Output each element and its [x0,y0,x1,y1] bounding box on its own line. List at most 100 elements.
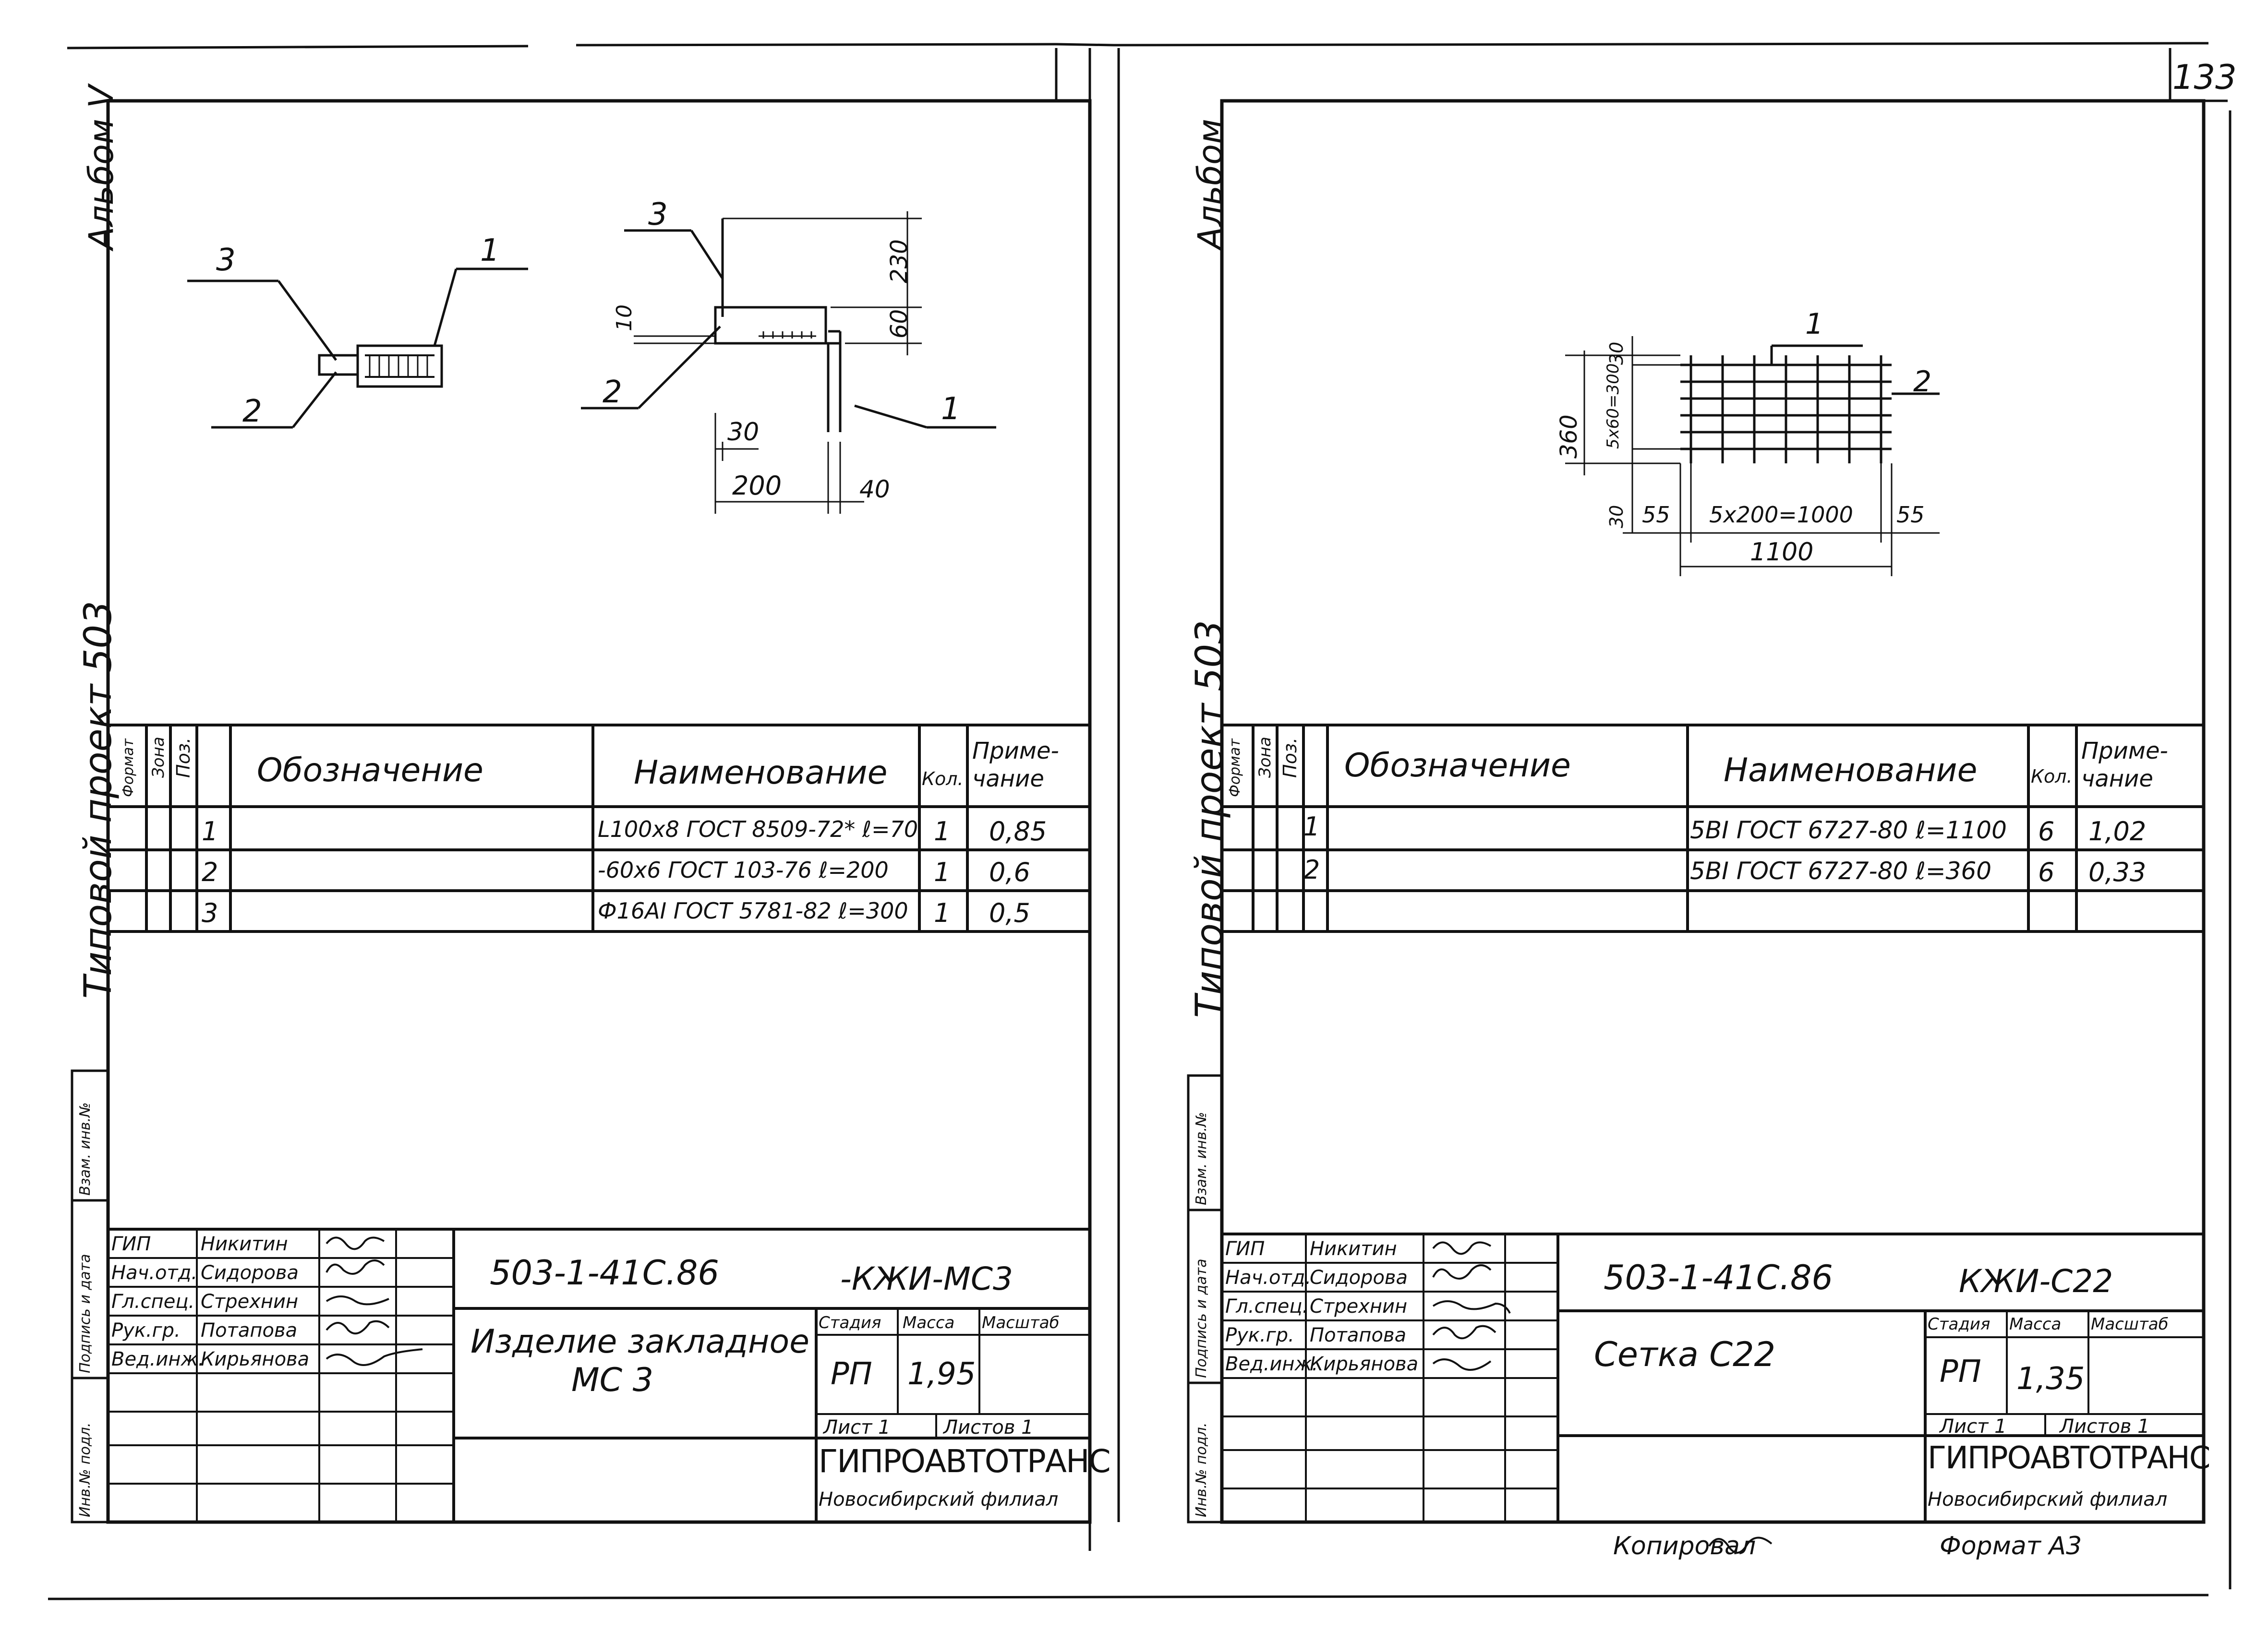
left-role-glspec: Гл.спец. [111,1291,195,1313]
right-col-designation: Обозначение [1344,747,1571,785]
left-name-1: Никитин [201,1233,288,1255]
mesh-callout-1: 1 [1805,307,1824,341]
right-row2-qty: 6 [2038,857,2055,887]
plan-callout-2: 2 [242,394,262,429]
left-col-designation: Обозначение [257,751,483,789]
left-signatures [326,1236,423,1366]
right-sheet: Лист 1 [1940,1415,2007,1438]
right-row1-name: 5ВI ГОСТ 6727-80 ℓ=1100 [1690,816,2007,844]
embedded-part-plan-view [187,267,528,429]
mesh-dim-360: 360 [1556,414,1582,459]
right-branch: Новосибирский филиал [1928,1488,2168,1511]
right-name-4: Потапова [1310,1324,1407,1346]
page-number: 133 [2172,58,2237,97]
left-col-zone: Зона [149,737,168,778]
left-row2-qty: 1 [934,857,951,887]
right-name-3: Стрехнин [1310,1295,1408,1318]
left-col-format: Формат [120,738,137,797]
left-sheets: Листов 1 [943,1416,1034,1439]
left-name-4: Потапова [201,1319,298,1342]
right-stamp-replace: Взам. инв.№ [1193,1112,1210,1205]
right-col-note: Приме-чание [2081,738,2168,792]
left-row3-qty: 1 [934,898,951,928]
right-row1-pos: 1 [1303,811,1320,842]
left-row1-name: L100x8 ГОСТ 8509-72* ℓ=70 [598,816,918,842]
right-role-rukgr: Рук.гр. [1225,1324,1294,1346]
section-callout-1: 1 [941,391,961,427]
left-col-pos: Поз. [173,737,194,778]
left-name-5: Кирьянова [201,1348,310,1370]
left-col-name: Наименование [634,754,888,792]
left-stage-header: Стадия [819,1313,881,1332]
plan-callout-1: 1 [480,233,500,268]
mesh-drawing [1565,336,1940,576]
left-doc-code: 503-1-41С.86 [490,1253,719,1293]
right-col-name: Наименование [1724,751,1978,789]
left-title-line2: МС 3 [571,1361,654,1399]
right-stage-header: Стадия [1928,1315,1991,1334]
left-row2-note: 0,6 [989,857,1030,887]
right-signatures [1432,1241,1511,1371]
right-row2-pos: 2 [1303,855,1320,885]
left-row1-note: 0,85 [989,816,1047,847]
left-scale-header: Масштаб [982,1313,1060,1332]
dim-10: 10 [612,304,637,331]
left-row2-pos: 2 [202,857,218,887]
copier-signature [1708,1536,1773,1554]
right-col-qty: Кол. [2031,766,2073,787]
dim-230: 230 [886,239,913,283]
left-branch: Новосибирский филиал [819,1488,1059,1511]
right-name-2: Сидорова [1310,1267,1408,1289]
right-role-nach: Нач.отд. [1225,1267,1312,1289]
dim-30: 30 [727,418,760,447]
left-stamp-sign: Подпись и дата [77,1254,94,1374]
right-name-1: Никитин [1310,1238,1397,1260]
right-album-label: Альбом [1191,119,1230,250]
right-stamp-inv: Инв.№ подл. [1193,1422,1210,1517]
left-row1-pos: 1 [202,816,218,847]
embedded-part-section-view [581,211,996,514]
left-sheet: Лист 1 [823,1416,891,1439]
right-mass-header: Масса [2009,1315,2062,1334]
left-mass-header: Масса [903,1313,955,1332]
right-project-label: Типовой проект 503 [1188,620,1231,1018]
left-album-label: Альбом V [82,85,121,250]
dim-200: 200 [732,471,782,501]
right-role-glspec: Гл.спец. [1225,1295,1309,1318]
right-row1-note: 1,02 [2088,816,2147,847]
right-col-pos: Поз. [1279,737,1301,778]
left-row3-pos: 3 [202,898,218,928]
left-title-line1: Изделие закладное [470,1323,809,1361]
left-name-3: Стрехнин [201,1291,299,1313]
right-row1-qty: 6 [2038,816,2055,847]
right-col-format: Формат [1227,738,1243,797]
mesh-dim-5x200: 5x200=1000 [1709,502,1853,528]
left-row3-note: 0,5 [989,898,1030,928]
left-stamp-inv: Инв.№ подл. [77,1422,94,1517]
left-col-qty: Кол. [922,768,964,789]
copied-by-label: Копировал [1613,1532,1756,1560]
left-stamp-replace: Взам. инв.№ [77,1102,94,1196]
right-name-5: Кирьянова [1310,1353,1419,1375]
dim-40: 40 [859,475,890,503]
right-role-gip: ГИП [1225,1238,1265,1260]
left-project-label: Типовой проект 503 [77,601,120,999]
left-org: ГИПРОАВТОТРАНС [819,1443,1111,1480]
left-mass: 1,95 [907,1356,976,1392]
left-doc-suffix: -КЖИ-МС3 [840,1260,1013,1297]
format-label: Формат А3 [1940,1532,2082,1560]
left-row2-name: -60x6 ГОСТ 103-76 ℓ=200 [598,857,889,883]
right-mass: 1,35 [2016,1361,2085,1397]
right-scale-header: Масштаб [2091,1315,2169,1334]
right-role-vedinzh: Вед.инж. [1225,1353,1318,1375]
right-row2-name: 5ВI ГОСТ 6727-80 ℓ=360 [1690,857,1992,885]
left-name-2: Сидорова [201,1262,299,1284]
right-title-line1: Сетка С22 [1594,1335,1776,1374]
left-role-rukgr: Рук.гр. [111,1319,181,1342]
mesh-dim-1100: 1100 [1750,538,1814,567]
left-role-gip: ГИП [111,1233,151,1255]
right-stamp-sign: Подпись и дата [1193,1258,1210,1379]
mesh-dim-55-right: 55 [1896,502,1925,528]
mesh-callout-2: 2 [1913,365,1932,399]
